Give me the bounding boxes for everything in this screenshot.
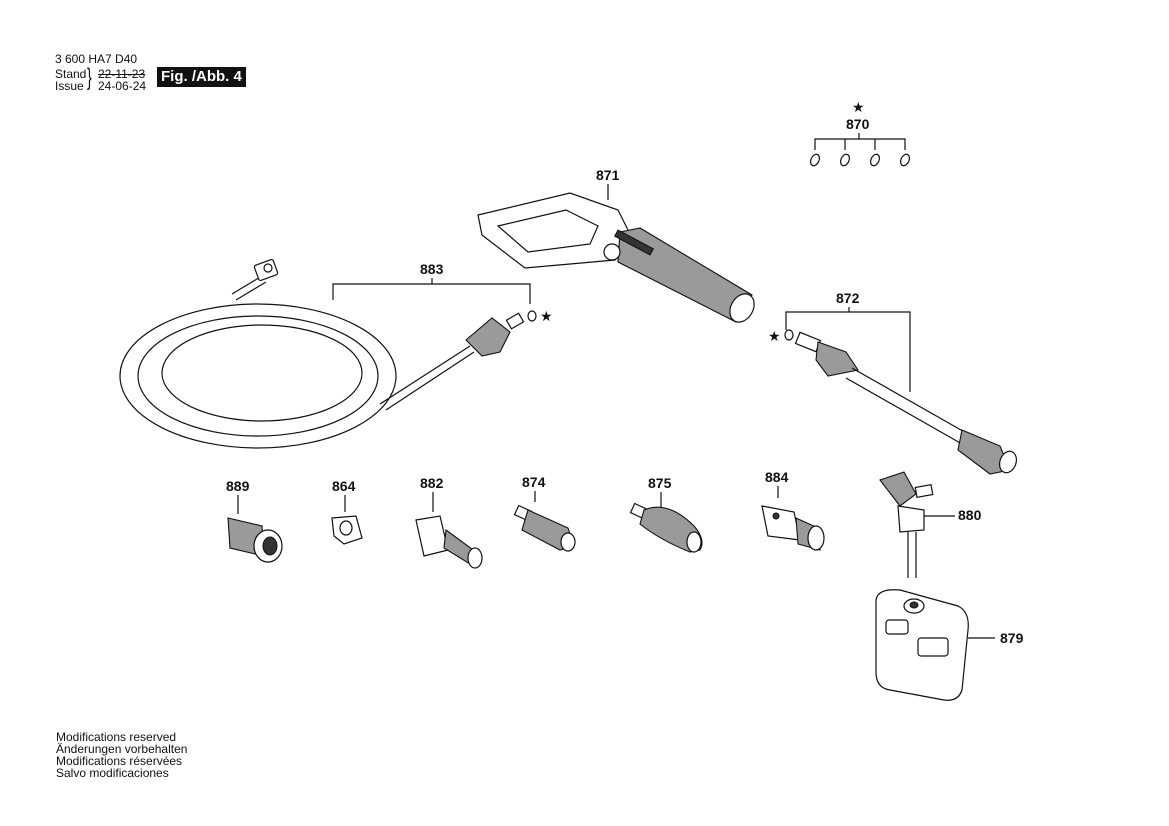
coupling-pin xyxy=(772,512,780,520)
part-864-clip: 864 xyxy=(331,478,363,545)
part-number-879[interactable]: 879 xyxy=(1000,630,1024,646)
note-line-1: Modifications reserved xyxy=(56,730,177,744)
gun-brand-label xyxy=(614,229,654,256)
leader-883 xyxy=(332,278,531,304)
part-883-hose: 883 ★ xyxy=(119,259,553,449)
part-884-quick-coupling: 884 xyxy=(761,469,825,551)
figure-label: Fig. /Abb. 4 xyxy=(157,67,246,87)
detergent-tube xyxy=(907,532,917,578)
lance-tube xyxy=(845,367,969,445)
hose-lead-to-pump xyxy=(231,275,267,301)
o-ring-872 xyxy=(784,329,794,341)
part-number-874[interactable]: 874 xyxy=(522,474,546,490)
clip-hole xyxy=(339,520,353,536)
hose-gun-nipple xyxy=(505,312,525,330)
leader-870 xyxy=(814,133,906,150)
rotary-nozzle-tip xyxy=(686,531,702,553)
part-number-884[interactable]: 884 xyxy=(765,469,789,485)
star-marker-870: ★ xyxy=(852,100,865,116)
part-number-875[interactable]: 875 xyxy=(648,475,672,491)
tank-window-1 xyxy=(885,619,909,635)
lance-nozzle xyxy=(957,429,1011,475)
issue-date: 24-06-24 xyxy=(98,79,147,93)
coupling-end xyxy=(807,525,825,551)
note-line-3: Modifications réservées xyxy=(56,754,183,768)
document-number: 3 600 HA7 D40 xyxy=(55,52,138,66)
stand-date: 22-11-23 xyxy=(98,67,146,81)
hose-gun-coupling xyxy=(465,317,511,357)
part-882-inlet-adapter: 882 xyxy=(415,475,483,569)
o-ring-4 xyxy=(899,153,911,167)
issue-label: Issue xyxy=(55,79,84,93)
part-870-o-rings: ★ 870 xyxy=(809,100,911,167)
date-brace: } xyxy=(87,64,92,91)
tank-body xyxy=(875,589,969,701)
detergent-nozzle-head xyxy=(879,471,917,507)
gun-outlet xyxy=(603,243,621,261)
stand-label: Stand xyxy=(55,67,87,81)
part-880-detergent-nozzle: 880 xyxy=(879,471,982,578)
note-line-2: Änderungen vorbehalten xyxy=(56,742,188,756)
part-874-fan-nozzle: 874 xyxy=(513,474,576,552)
coupling-body xyxy=(761,505,801,541)
part-875-rotary-nozzle: 875 xyxy=(629,475,703,553)
star-marker-883: ★ xyxy=(540,309,553,325)
o-ring-2 xyxy=(839,153,851,167)
hose-coil-inner xyxy=(161,324,363,422)
detergent-nozzle-elbow xyxy=(897,505,925,533)
hose-pump-coupling-hole xyxy=(263,263,273,273)
leader-872 xyxy=(785,307,911,392)
adapter-bore xyxy=(262,536,278,556)
part-number-864[interactable]: 864 xyxy=(332,478,356,494)
part-number-870[interactable]: 870 xyxy=(846,116,870,132)
part-871-trigger-gun: 871 xyxy=(477,167,755,323)
hose-lead-to-gun xyxy=(379,345,475,411)
gun-trigger-opening xyxy=(496,209,599,253)
gun-grip-end xyxy=(729,293,755,323)
part-889-adapter: 889 xyxy=(226,478,283,563)
part-number-882[interactable]: 882 xyxy=(420,475,444,491)
o-ring-3 xyxy=(869,153,881,167)
note-line-4: Salvo modificaciones xyxy=(56,766,169,780)
part-number-871[interactable]: 871 xyxy=(596,167,620,183)
fan-nozzle-tip xyxy=(560,532,576,552)
footer-notes: Modifications reserved Änderungen vorbeh… xyxy=(56,731,187,779)
part-number-889[interactable]: 889 xyxy=(226,478,250,494)
part-879-detergent-tank: 879 xyxy=(875,589,1024,701)
tank-cap-hole xyxy=(909,601,919,609)
detergent-nozzle-connector xyxy=(914,483,934,499)
star-marker-872: ★ xyxy=(768,329,781,345)
part-872-lance: 872 ★ xyxy=(768,290,1018,475)
inlet-adapter-end xyxy=(467,547,483,569)
part-number-880[interactable]: 880 xyxy=(958,507,982,523)
lance-collar xyxy=(815,341,859,377)
tank-window-2 xyxy=(917,637,949,657)
o-ring-883 xyxy=(527,310,537,322)
part-number-883[interactable]: 883 xyxy=(420,261,444,277)
o-ring-1 xyxy=(809,153,821,167)
part-number-872[interactable]: 872 xyxy=(836,290,860,306)
inlet-adapter-head xyxy=(415,515,449,557)
lance-tip xyxy=(998,450,1018,474)
